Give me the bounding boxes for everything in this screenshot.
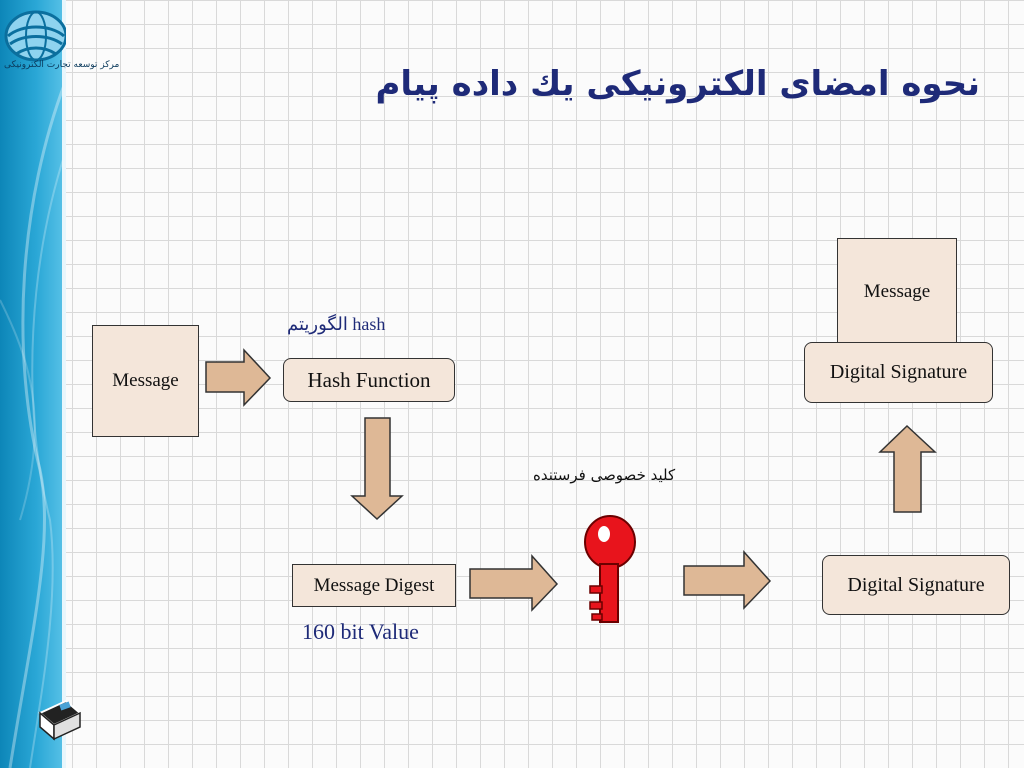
message-box: Message <box>92 325 199 437</box>
digital-signature-box: Digital Signature <box>822 555 1010 615</box>
page-title: نحوه امضاى الكترونيكى يك داده پيام <box>375 64 980 104</box>
sidebar-edge <box>62 0 66 768</box>
sidebar-waves <box>0 79 66 768</box>
right-arrow-icon <box>205 348 272 407</box>
message-digest-box: Message Digest <box>292 564 456 607</box>
logo-caption: مرکز توسعه تجارت الکترونیکی <box>4 60 120 70</box>
computer-icon <box>38 699 82 741</box>
private-key-icon <box>584 515 636 623</box>
hash-function-box: Hash Function <box>283 358 455 402</box>
bit-value-label: 160 bit Value <box>302 619 419 644</box>
private-key-label: كليد خصوصى فرستنده <box>533 466 676 484</box>
up-arrow-icon <box>878 424 937 513</box>
down-arrow-icon <box>350 417 404 521</box>
signed-message-box: Message <box>837 238 957 343</box>
right-arrow-icon <box>683 550 772 610</box>
hash-algorithm-label: الگوريتم hash <box>287 314 386 334</box>
attached-signature-box: Digital Signature <box>804 342 993 403</box>
right-arrow-icon <box>469 554 559 612</box>
sidebar-decoration <box>0 0 66 768</box>
organization-logo <box>4 10 66 62</box>
